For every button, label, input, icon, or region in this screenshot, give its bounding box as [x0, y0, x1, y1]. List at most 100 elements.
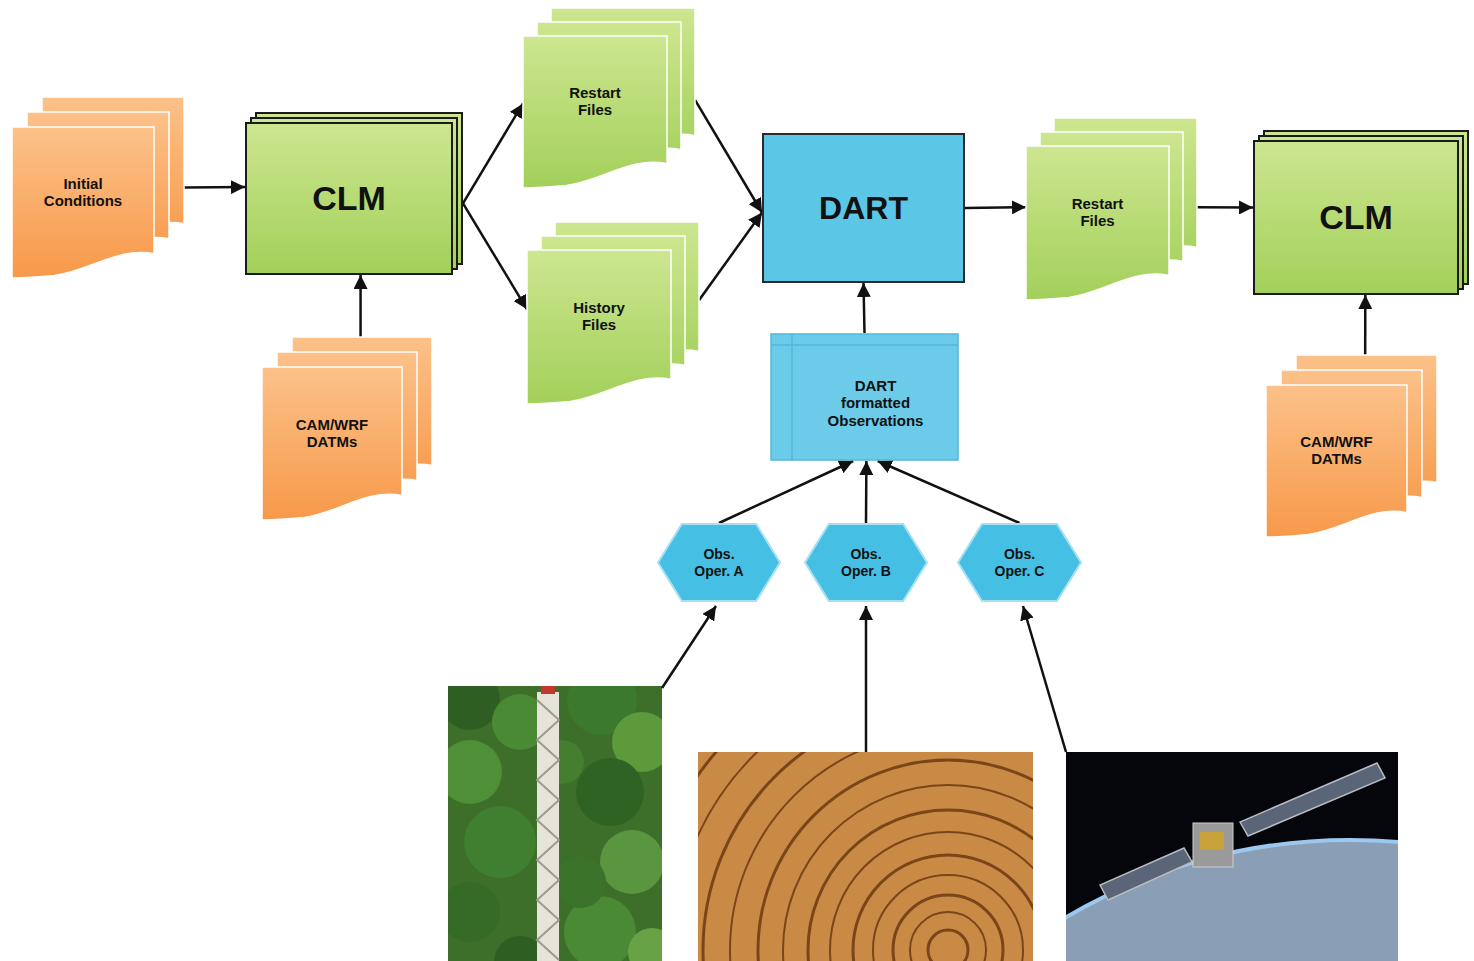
operator-hexagon: Obs. Oper. B — [804, 523, 928, 602]
forcing-file-stack: CAM/WRF DATMs — [262, 337, 432, 520]
box-label: Initial Conditions — [33, 175, 133, 210]
tree-crown — [628, 928, 662, 961]
text-area: DART — [762, 133, 965, 283]
hexagon-outline — [958, 524, 1081, 601]
text-area: Obs. Oper. B — [819, 523, 913, 602]
text-area: Restart Files — [1026, 146, 1169, 278]
box-label: Obs. Oper. C — [989, 546, 1051, 578]
tree-crown — [554, 856, 606, 908]
observation-table: DART formatted Observations — [770, 333, 959, 461]
box-label: History Files — [562, 299, 637, 334]
tree-ring — [730, 752, 1033, 961]
text-area: Initial Conditions — [12, 127, 154, 257]
flow-arrow — [1197, 206, 1253, 209]
flow-arrow — [695, 100, 762, 213]
satellite-body — [1193, 823, 1233, 867]
text-area: CAM/WRF DATMs — [1266, 385, 1407, 516]
tower-top — [541, 686, 555, 694]
box-label: Obs. Oper. A — [688, 546, 750, 578]
tree-crown — [464, 806, 536, 878]
document-sheet — [1026, 146, 1169, 300]
assimilation-box: DART — [762, 133, 965, 283]
tree-ring — [893, 895, 1003, 961]
flow-arrow — [1364, 295, 1367, 355]
flow-arrow — [463, 203, 527, 309]
text-area: Obs. Oper. A — [672, 523, 766, 602]
tree-ring — [703, 752, 1033, 961]
box-title: CLM — [1319, 198, 1393, 237]
leader-arrow — [1023, 606, 1066, 752]
tree-ring — [808, 810, 1033, 961]
table-rule — [791, 334, 793, 460]
box-label: DART formatted Observations — [823, 377, 929, 429]
leader-arrow — [662, 606, 716, 688]
model-box: CLM — [245, 112, 463, 275]
document-sheet — [523, 36, 667, 188]
box-title: CLM — [312, 179, 386, 218]
box-label: Restart Files — [1060, 195, 1135, 230]
tower-mast — [537, 692, 559, 961]
box-label: CAM/WRF DATMs — [1289, 433, 1384, 468]
box-title: DART — [819, 190, 908, 227]
model-box-layer — [246, 123, 452, 274]
tree-ring — [698, 752, 1033, 961]
text-area: History Files — [527, 250, 671, 382]
document-sheet — [262, 367, 402, 520]
flux-tower-photo — [448, 686, 662, 961]
input-file-stack: Initial Conditions — [12, 97, 184, 278]
leader-arrow — [865, 606, 868, 752]
flow-arrow — [699, 213, 762, 301]
hexagon-outline — [805, 524, 927, 601]
tree-rings-photo — [698, 752, 1033, 961]
text-area: Restart Files — [523, 36, 667, 167]
satellite-photo — [1066, 752, 1398, 961]
box-label: Obs. Oper. B — [835, 546, 897, 578]
text-area: CLM — [245, 122, 453, 275]
model-box: CLM — [1253, 130, 1469, 295]
operator-hexagon: Obs. Oper. C — [957, 523, 1082, 602]
output-file-stack: History Files — [527, 222, 699, 404]
flow-arrow — [878, 461, 1020, 523]
text-area: CLM — [1253, 140, 1459, 295]
wood-ground — [698, 752, 1033, 961]
table-rule — [771, 344, 958, 346]
text-area: CAM/WRF DATMs — [262, 367, 402, 499]
flow-arrow — [184, 186, 245, 189]
tree-ring — [928, 930, 968, 961]
solar-panel — [1100, 848, 1192, 900]
output-file-stack: Restart Files — [1026, 118, 1197, 300]
tree-ring — [873, 875, 1023, 961]
flow-arrow — [965, 206, 1026, 209]
text-area: DART formatted Observations — [792, 345, 959, 461]
text-area: Obs. Oper. C — [972, 523, 1067, 602]
satellite-foil — [1200, 832, 1224, 850]
flow-arrow — [359, 275, 362, 337]
box-label: CAM/WRF DATMs — [285, 416, 380, 451]
tree-crown — [448, 740, 502, 804]
document-sheet — [1266, 385, 1407, 537]
model-box-layer — [1254, 141, 1458, 294]
document-sheet — [12, 127, 154, 278]
box-outline — [763, 134, 964, 282]
tree-crown — [600, 830, 662, 894]
tree-ring — [830, 832, 1033, 961]
tree-ring — [698, 752, 1033, 961]
tree-ring — [853, 855, 1033, 961]
tree-ring — [910, 912, 986, 961]
tree-crown — [576, 758, 644, 826]
flow-arrow — [719, 461, 853, 523]
tree-crown — [448, 882, 500, 942]
document-sheet — [527, 250, 671, 404]
hexagon-outline — [658, 524, 780, 601]
output-file-stack: Restart Files — [523, 8, 695, 188]
forcing-file-stack: CAM/WRF DATMs — [1266, 355, 1437, 537]
flow-arrow — [865, 461, 868, 523]
tree-ring — [698, 752, 1033, 961]
flow-arrow — [864, 283, 865, 333]
operator-hexagon: Obs. Oper. A — [657, 523, 781, 602]
solar-panel — [1240, 763, 1385, 836]
table-body — [771, 334, 958, 460]
